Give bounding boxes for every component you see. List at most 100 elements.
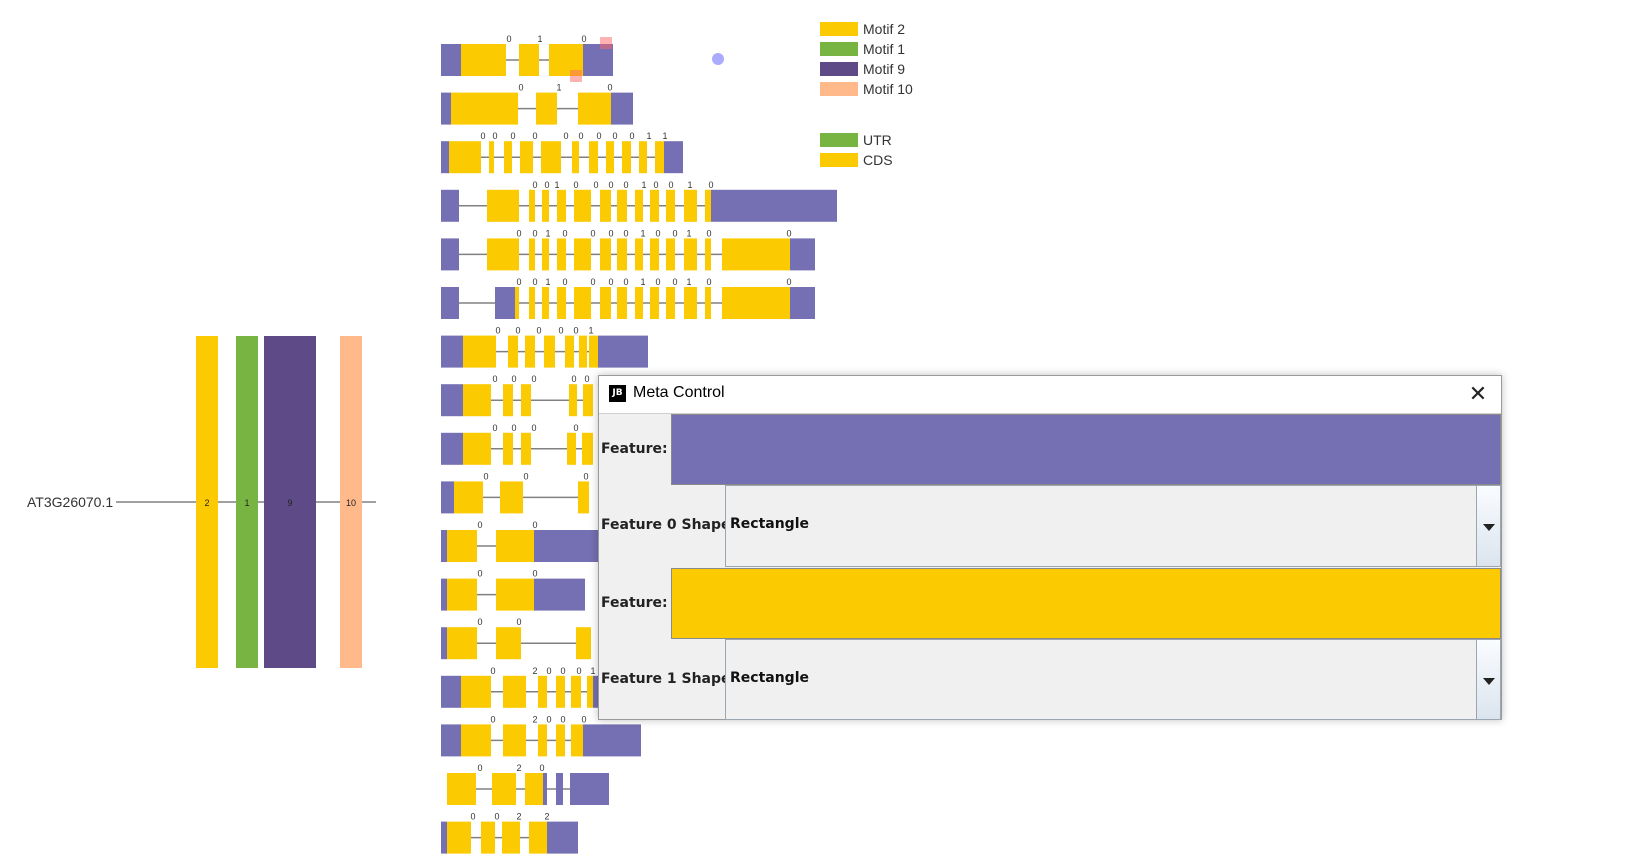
- utr-segment: [441, 481, 454, 514]
- feature-1-color-swatch[interactable]: [671, 568, 1501, 639]
- legend-label: CDS: [863, 152, 893, 168]
- phase-label: 1: [640, 277, 645, 287]
- phase-label: 0: [653, 180, 658, 190]
- cds-segment: [571, 675, 581, 708]
- phase-label: 0: [523, 471, 528, 481]
- cds-segment: [557, 238, 566, 271]
- feature-1-shape-select[interactable]: Rectangle: [725, 639, 1501, 720]
- phase-label: 0: [532, 277, 537, 287]
- phase-label: 0: [590, 277, 595, 287]
- phase-label: 1: [646, 131, 651, 141]
- phase-label: 0: [490, 666, 495, 676]
- utr-segment: [441, 92, 451, 125]
- phase-label: 0: [506, 34, 511, 44]
- phase-label: 0: [623, 277, 628, 287]
- cds-segment: [587, 675, 593, 708]
- cds-segment: [520, 141, 533, 174]
- phase-label: 1: [545, 228, 550, 238]
- dialog-titlebar[interactable]: JB Meta Control ✕: [599, 376, 1501, 414]
- cds-segment: [525, 773, 543, 805]
- cds-segment: [567, 432, 576, 465]
- phase-label: 0: [516, 617, 521, 627]
- cds-segment: [666, 238, 675, 271]
- highlight-marks: [570, 37, 724, 82]
- cds-segment: [617, 238, 627, 271]
- phase-label: 0: [655, 228, 660, 238]
- cds-segment: [447, 773, 476, 805]
- cds-segment: [574, 287, 591, 319]
- cds-segment: [496, 530, 534, 562]
- phase-label: 0: [477, 617, 482, 627]
- chevron-down-icon[interactable]: [1476, 486, 1500, 566]
- phase-label: 0: [546, 714, 551, 724]
- utr-segment: [711, 189, 837, 222]
- cds-segment: [655, 141, 664, 174]
- cds-segment: [504, 141, 512, 174]
- cds-segment: [492, 773, 516, 805]
- legend-swatch: [820, 42, 858, 56]
- phase-label: 0: [581, 714, 586, 724]
- phase-label: 0: [544, 180, 549, 190]
- dialog-title: Meta Control: [633, 384, 725, 401]
- phase-label: 0: [532, 131, 537, 141]
- cds-segment: [617, 287, 627, 319]
- utr-segment: [543, 773, 547, 805]
- feature-0-shape-select[interactable]: Rectangle: [725, 485, 1501, 567]
- cds-segment: [722, 238, 790, 271]
- cds-segment: [542, 238, 549, 271]
- utr-segment: [441, 189, 459, 222]
- phase-label: 0: [477, 569, 482, 579]
- utr-segment: [570, 773, 609, 805]
- legend-label: Motif 9: [863, 61, 905, 77]
- feature-0-color-swatch[interactable]: [671, 414, 1501, 485]
- cds-segment: [578, 92, 611, 125]
- utr-segment: [441, 627, 447, 660]
- phase-label: 0: [583, 471, 588, 481]
- cds-segment: [684, 238, 697, 271]
- legend-label: Motif 2: [863, 21, 905, 37]
- utr-segment: [598, 335, 648, 368]
- phase-label: 0: [539, 763, 544, 773]
- phase-label: 0: [490, 714, 495, 724]
- phase-label: 0: [623, 180, 628, 190]
- highlight-square: [570, 70, 582, 82]
- phase-label: 0: [532, 520, 537, 530]
- cds-segment: [529, 238, 535, 271]
- cds-segment: [684, 189, 697, 222]
- phase-label: 2: [532, 714, 537, 724]
- legend-swatch: [820, 153, 858, 167]
- motif-block-label: 2: [204, 498, 209, 508]
- phase-label: 1: [686, 228, 691, 238]
- cds-segment: [489, 141, 494, 174]
- cds-segment: [617, 189, 627, 222]
- cds-segment: [556, 724, 565, 757]
- phase-label: 0: [546, 666, 551, 676]
- cds-segment: [447, 627, 477, 660]
- utr-segment: [441, 432, 463, 465]
- cds-segment: [600, 287, 611, 319]
- cds-segment: [579, 335, 587, 368]
- phase-label: 0: [560, 666, 565, 676]
- close-icon[interactable]: ✕: [1468, 382, 1488, 407]
- cds-segment: [572, 141, 579, 174]
- cds-segment: [538, 675, 547, 708]
- phase-label: 2: [544, 812, 549, 822]
- feature-1-color-row: Feature: 1: [599, 568, 1501, 639]
- chevron-down-icon[interactable]: [1476, 640, 1500, 719]
- utr-segment: [441, 821, 447, 854]
- cds-segment: [519, 44, 539, 76]
- utr-segment: [441, 44, 461, 76]
- cds-segment: [666, 287, 675, 319]
- phase-label: 0: [629, 131, 634, 141]
- phase-label: 0: [532, 569, 537, 579]
- phase-label: 0: [477, 520, 482, 530]
- cds-segment: [600, 189, 611, 222]
- phase-label: 1: [662, 131, 667, 141]
- phase-label: 0: [515, 326, 520, 336]
- cds-segment: [578, 481, 589, 514]
